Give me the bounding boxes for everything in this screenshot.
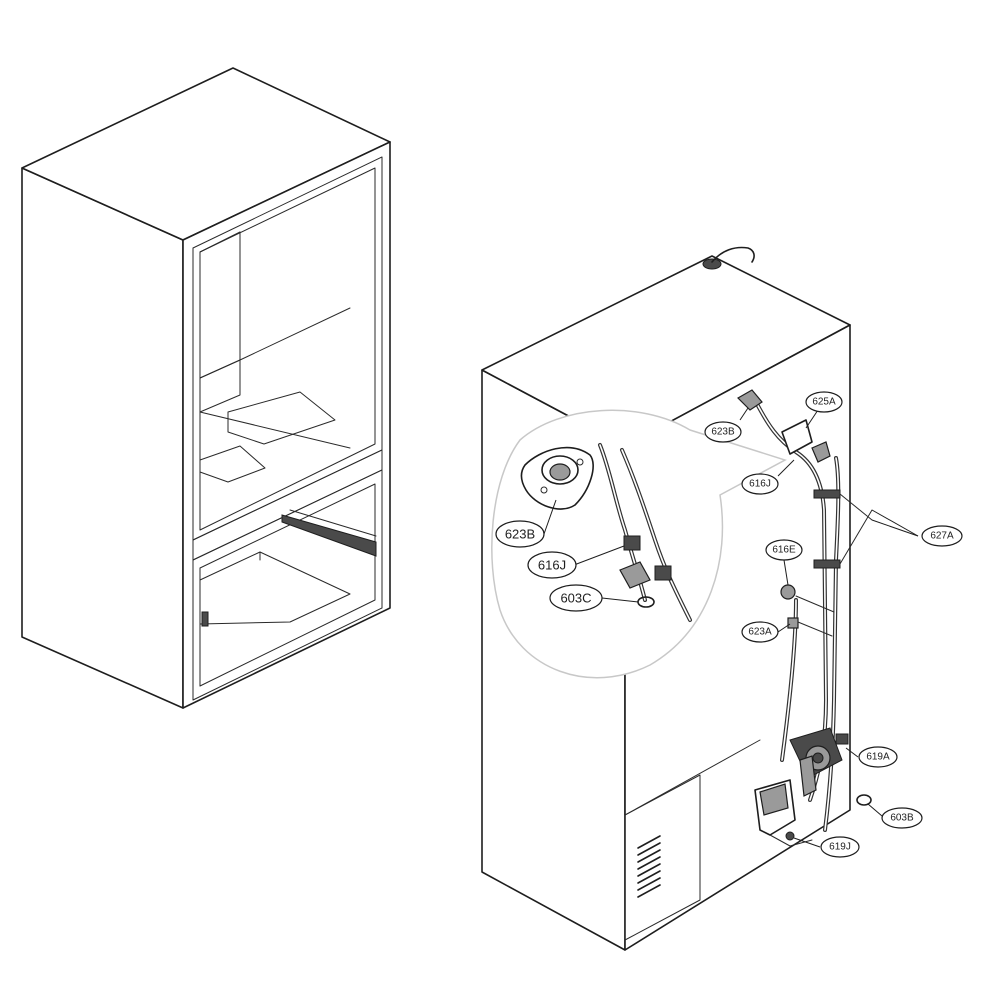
power-cord (711, 246, 755, 263)
part-627A-clamp-lower (813, 559, 841, 569)
callout-623A: 623A (741, 621, 779, 643)
top-grommet (702, 258, 722, 270)
callout-623B-zoom: 623B (495, 520, 545, 548)
drawer-rail (281, 514, 377, 557)
part-623A-fitting (787, 617, 799, 629)
callout-625A: 625A (805, 391, 843, 413)
detail-616J-fitting-upper (623, 535, 641, 551)
callout-627A: 627A (921, 525, 963, 547)
svg-text:623B: 623B (711, 427, 735, 438)
svg-text:619J: 619J (829, 842, 851, 853)
svg-text:619A: 619A (866, 752, 890, 763)
svg-text:616J: 616J (749, 479, 771, 490)
svg-text:623B: 623B (505, 527, 535, 542)
callout-616J-zoom: 616J (527, 551, 577, 579)
part-625A-valve (781, 419, 813, 455)
callout-616E: 616E (765, 539, 803, 561)
part-616E-fitting (780, 584, 796, 600)
cabinet-side-panel (21, 167, 184, 709)
part-623B-fitting (737, 389, 763, 411)
svg-text:625A: 625A (812, 397, 836, 408)
svg-text:616E: 616E (772, 545, 796, 556)
detail-zoom-circle (491, 409, 787, 679)
cabinet-front-frame (182, 141, 391, 709)
callout-616J-top: 616J (741, 473, 779, 495)
part-603B-ring (856, 794, 872, 806)
svg-text:616J: 616J (538, 558, 566, 573)
callout-603C-zoom: 603C (549, 584, 603, 612)
svg-text:603C: 603C (560, 591, 591, 606)
vent-grille (637, 835, 661, 898)
callout-619A: 619A (858, 746, 898, 768)
freezer-opening (192, 469, 383, 701)
freezer-bracket (201, 611, 209, 627)
callout-603B: 603B (881, 807, 923, 829)
callout-623B-top: 623B (704, 421, 742, 443)
svg-text:627A: 627A (930, 531, 954, 542)
detail-616J-fitting-lower (654, 565, 672, 581)
svg-text:603B: 603B (890, 813, 914, 824)
front-cabinet-view (21, 67, 391, 709)
machine-compartment-cover (624, 774, 701, 941)
callout-619J: 619J (820, 836, 860, 858)
leader-lines (543, 407, 919, 848)
part-619A-valve-assembly (789, 727, 849, 797)
part-627A-clamp-upper (813, 489, 841, 499)
svg-text:623A: 623A (748, 627, 772, 638)
crisper-plate (227, 391, 336, 445)
